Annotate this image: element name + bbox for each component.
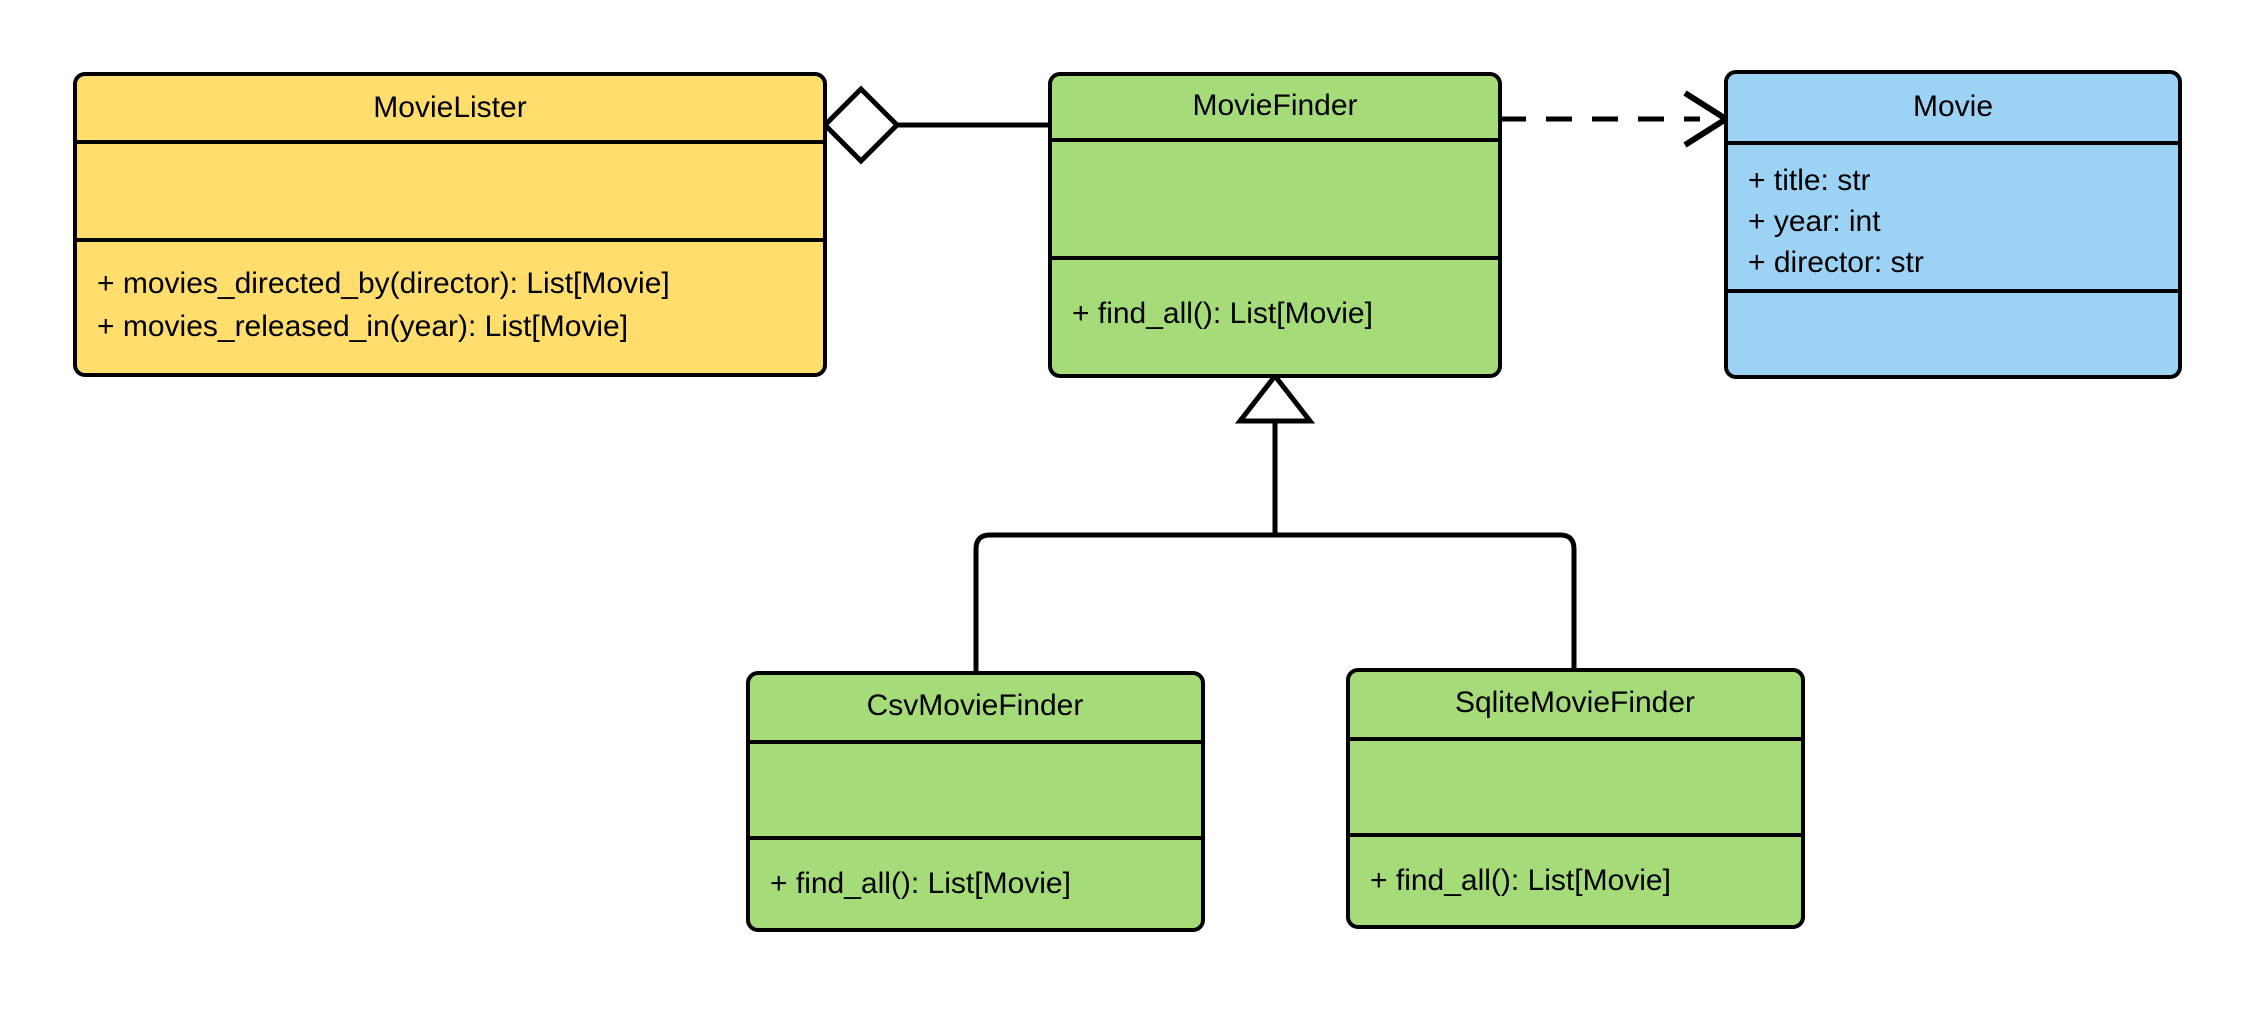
class-box-csv-movie-finder[interactable]: CsvMovieFinder + find_all(): List[Movie] — [746, 671, 1205, 932]
class-box-sqlite-movie-finder[interactable]: SqliteMovieFinder + find_all(): List[Mov… — [1346, 668, 1805, 929]
class-box-movie[interactable]: Movie + title: str + year: int + directo… — [1724, 70, 2182, 379]
movie-title: Movie — [1913, 90, 1993, 123]
movie-lister-method-2: + movies_released_in(year): List[Movie] — [97, 310, 628, 343]
inheritance-triangle-icon — [1234, 371, 1316, 424]
sqlite-movie-finder-title: SqliteMovieFinder — [1455, 686, 1695, 719]
movie-lister-method-1: + movies_directed_by(director): List[Mov… — [97, 267, 670, 300]
csv-movie-finder-frame — [746, 671, 1205, 932]
class-box-movie-lister[interactable]: MovieLister + movies_directed_by(directo… — [73, 72, 827, 377]
movie-attribute-1: + title: str — [1748, 164, 1871, 197]
csv-movie-finder-title: CsvMovieFinder — [867, 689, 1084, 722]
csv-movie-finder-method-1: + find_all(): List[Movie] — [770, 867, 1071, 900]
sqlite-movie-finder-method-1: + find_all(): List[Movie] — [1370, 864, 1671, 897]
movie-attribute-3: + director: str — [1748, 246, 1924, 279]
movie-lister-title: MovieLister — [373, 91, 526, 124]
aggregation-diamond-icon — [821, 85, 901, 165]
movie-lister-frame — [73, 72, 827, 377]
movie-finder-method-1: + find_all(): List[Movie] — [1072, 297, 1373, 330]
movie-finder-frame — [1048, 72, 1502, 378]
movie-finder-title: MovieFinder — [1192, 89, 1357, 122]
relationship-inheritance-bus[interactable] — [973, 371, 1577, 673]
class-box-movie-finder[interactable]: MovieFinder + find_all(): List[Movie] — [1048, 72, 1502, 378]
movie-frame — [1724, 70, 2182, 379]
relationship-aggregation-lister-finder[interactable] — [821, 85, 1052, 165]
relationship-dependency-finder-movie[interactable] — [1500, 90, 1732, 148]
sqlite-movie-finder-frame — [1346, 668, 1805, 929]
inheritance-bus-line — [973, 532, 1577, 673]
movie-attribute-2: + year: int — [1748, 205, 1881, 238]
